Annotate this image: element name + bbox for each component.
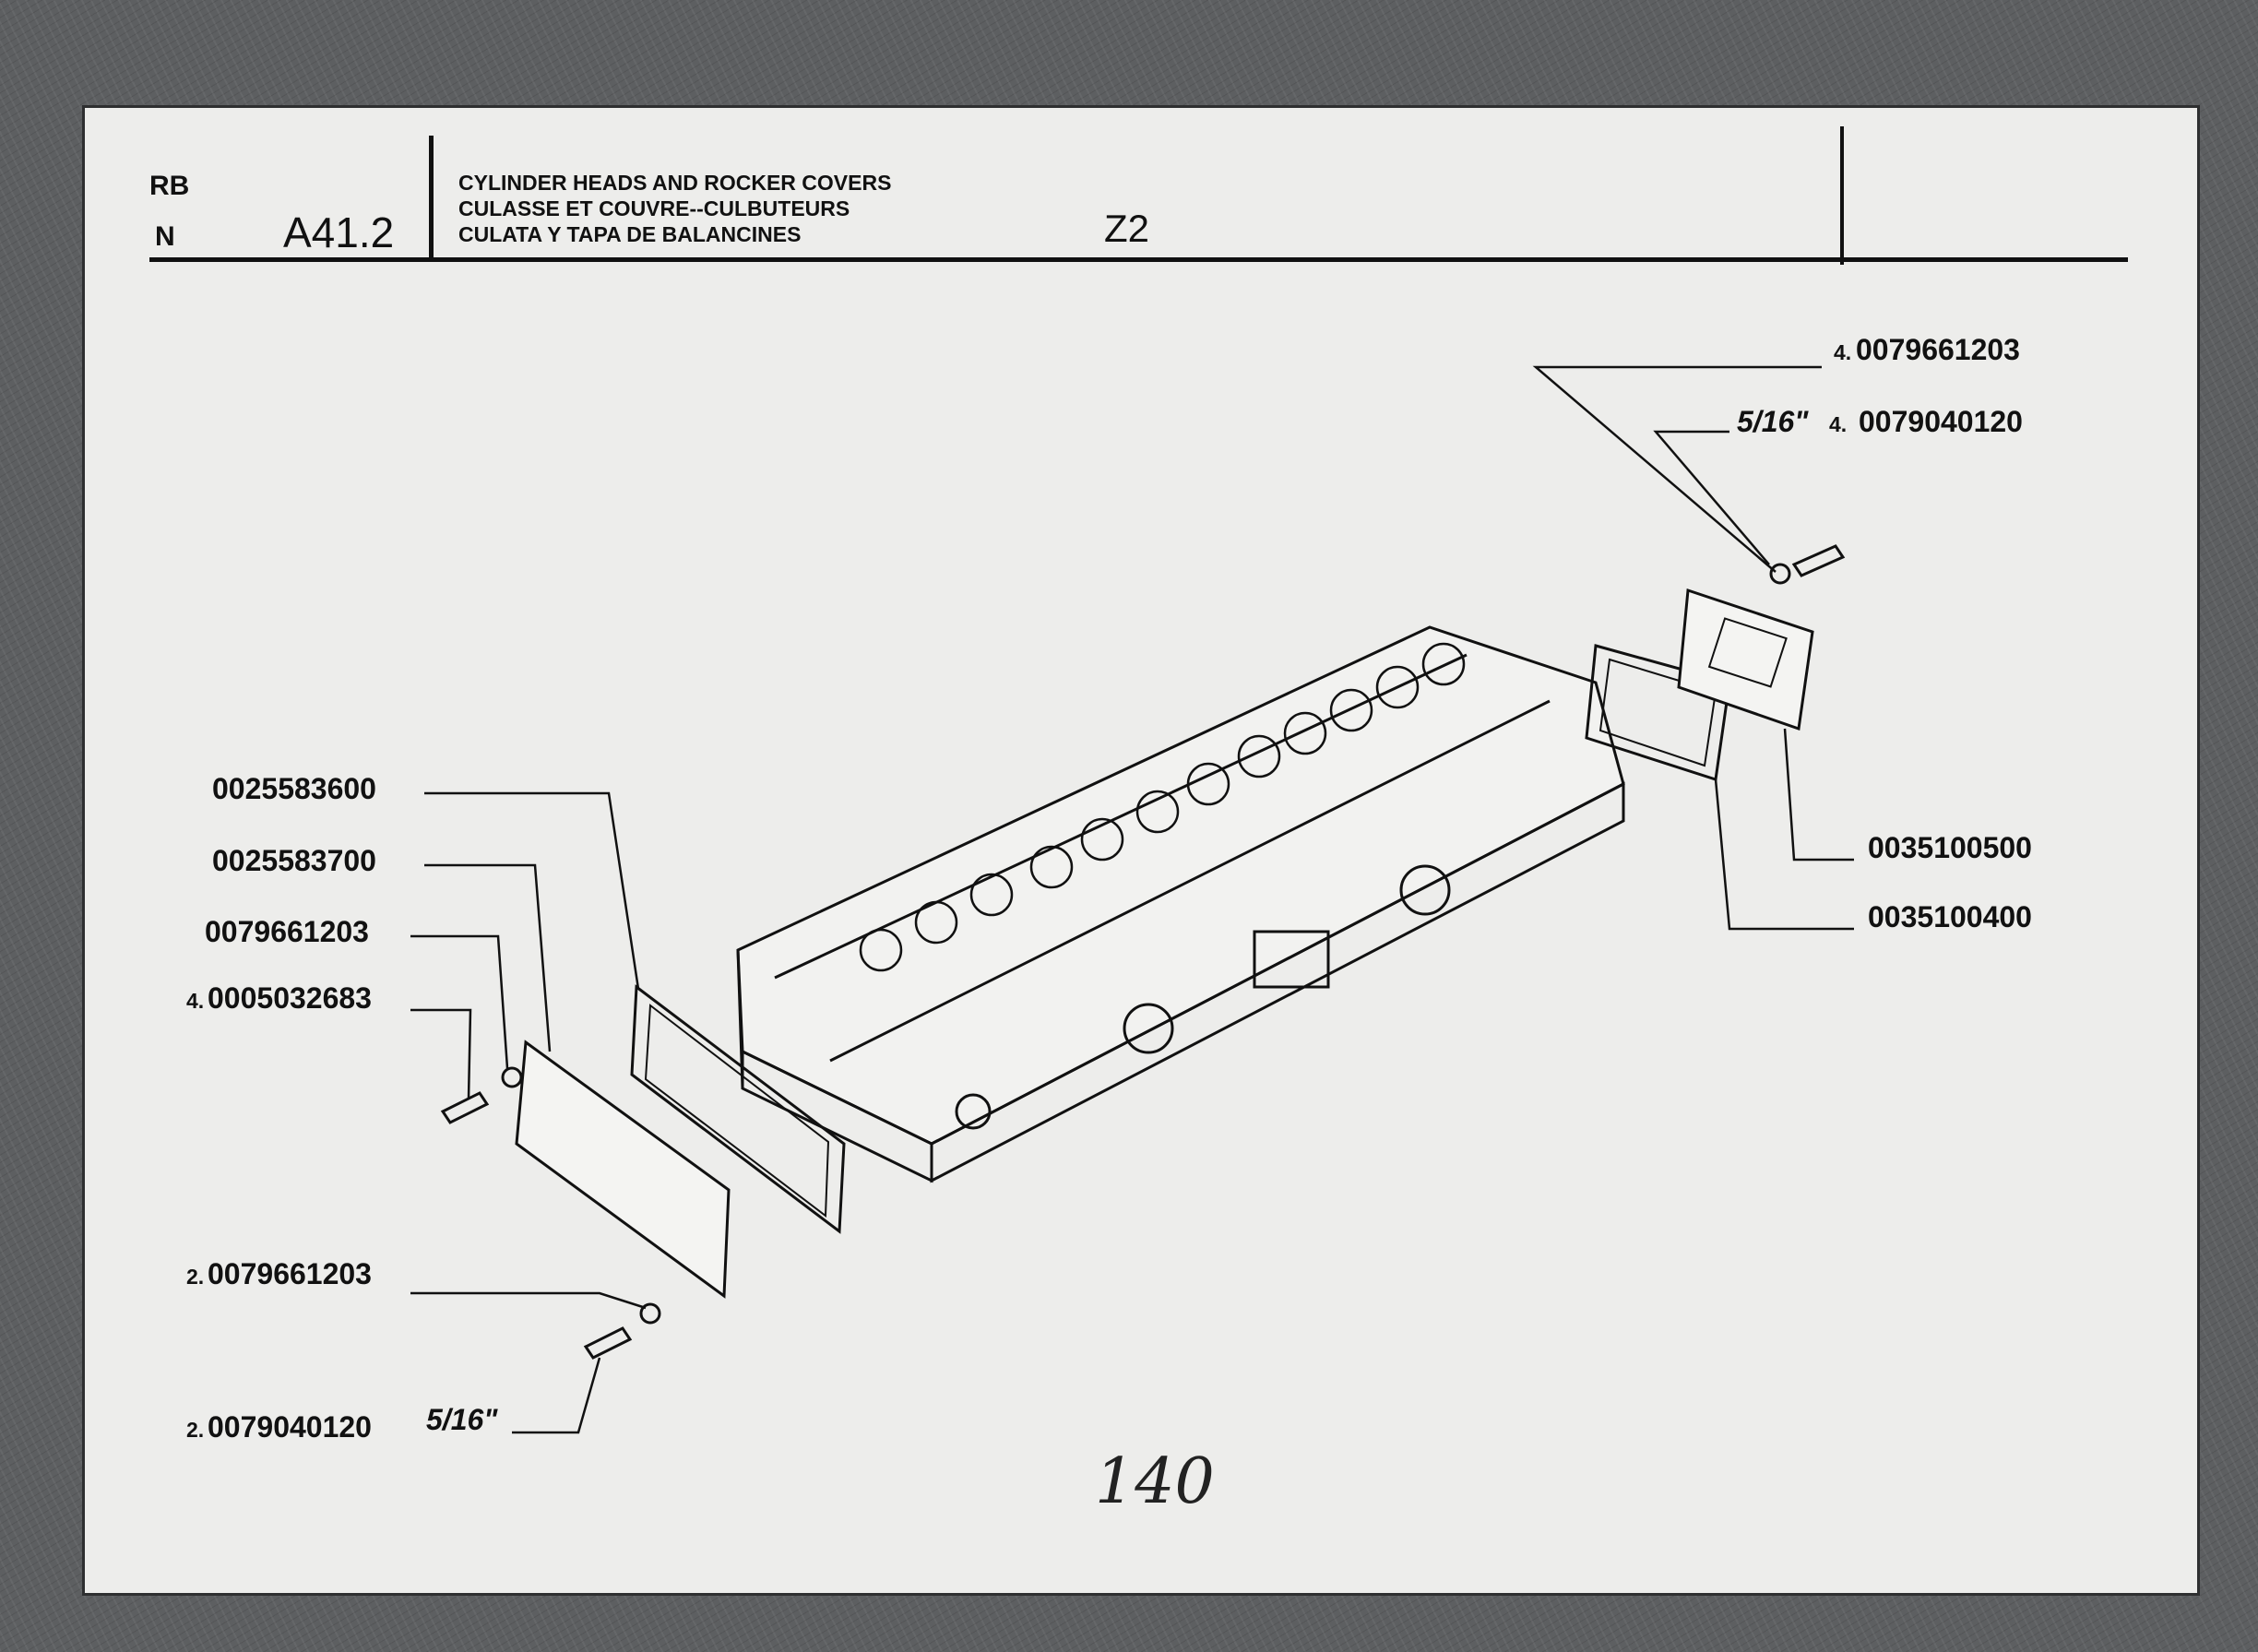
callout-0025583600: 0025583600 [212, 772, 376, 805]
right-washer [1769, 563, 1791, 585]
callouts-right: 4. 0079661203 5/16" 4. 0079040120 003510… [1737, 333, 2032, 933]
valve-springs [859, 642, 1466, 972]
left-side-cover [515, 1040, 731, 1299]
right-end-cover [1677, 588, 1814, 731]
callout-0079661203-lower: 0079661203 [208, 1257, 372, 1290]
callout-qty-2b: 2. [186, 1418, 204, 1442]
left-cover-gasket [630, 984, 846, 1234]
callout-0079661203: 0079661203 [205, 915, 369, 948]
title-spanish: CULATA Y TAPA DE BALANCINES [458, 222, 802, 246]
n-label: N [155, 221, 175, 252]
callout-0025583700: 0025583700 [212, 844, 376, 877]
callout-size-upper: 5/16" [1737, 405, 1809, 438]
header-divider-left [429, 136, 434, 261]
header-rule [149, 257, 2128, 262]
callout-0035100400: 0035100400 [1868, 900, 2032, 933]
model-code: Z2 [1104, 207, 1150, 250]
parts-catalog-sheet: RB N A41.2 CYLINDER HEADS AND ROCKER COV… [85, 108, 2197, 1593]
page-number: 140 [1095, 1445, 1215, 1518]
callout-qty-2a: 2. [186, 1265, 204, 1289]
leader-lines [410, 365, 1854, 1434]
section-code: A41.2 [283, 208, 395, 256]
callouts-left: 0025583600 0025583700 0079661203 4. 0005… [186, 772, 498, 1444]
lower-screw [583, 1326, 633, 1360]
title-english: CYLINDER HEADS AND ROCKER COVERS [458, 171, 892, 195]
callout-0035100500: 0035100500 [1868, 831, 2032, 864]
header-divider-right [1840, 126, 1844, 265]
callout-size-lower: 5/16" [426, 1403, 498, 1436]
callout-0079040120-lower: 0079040120 [208, 1410, 372, 1444]
left-screw [440, 1091, 490, 1124]
title-french: CULASSE ET COUVRE--CULBUTEURS [458, 196, 850, 220]
cylinder-head [736, 625, 1625, 1183]
rb-label: RB [149, 171, 190, 201]
left-washer [501, 1066, 523, 1088]
callout-0079661203-upper: 0079661203 [1856, 333, 2020, 366]
callout-0005032683: 0005032683 [208, 981, 372, 1015]
callout-0079040120-upper: 0079040120 [1859, 405, 2023, 438]
right-screw [1791, 544, 1846, 577]
callout-qty-4-b: 4. [1829, 412, 1847, 436]
callout-qty-4: 4. [186, 989, 204, 1013]
callout-qty-4-upper: 4. [1834, 340, 1851, 364]
lower-washer [639, 1302, 661, 1325]
